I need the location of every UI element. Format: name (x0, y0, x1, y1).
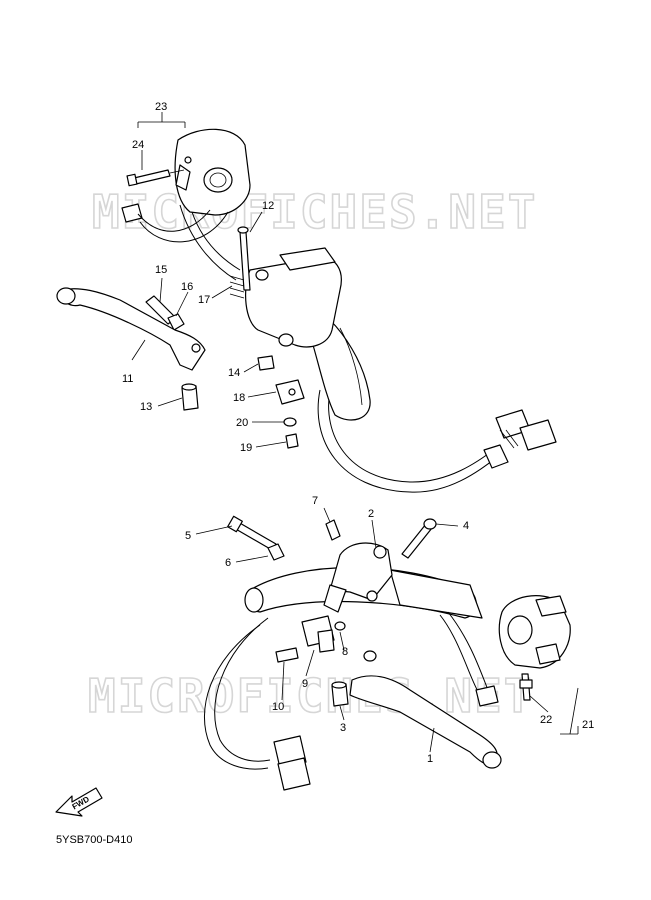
callout-20: 20 (236, 417, 248, 429)
reference-code: 5YSB700-D410 (56, 834, 133, 846)
callout-21: 21 (582, 719, 594, 731)
callout-19: 19 (240, 442, 252, 454)
upper-assembly (56, 112, 557, 493)
callout-17: 17 (198, 294, 210, 306)
callout-23: 23 (155, 101, 167, 113)
callout-6: 6 (225, 557, 231, 569)
callout-11: 11 (122, 373, 133, 385)
callout-16: 16 (181, 281, 193, 293)
callout-10: 10 (272, 701, 284, 713)
callout-4: 4 (463, 520, 469, 532)
callout-9: 9 (302, 678, 308, 690)
callout-5: 5 (185, 530, 191, 542)
callout-14: 14 (228, 367, 240, 379)
callout-7: 7 (312, 495, 318, 507)
callout-3: 3 (340, 722, 346, 734)
callout-15: 15 (155, 264, 167, 276)
callout-22: 22 (540, 714, 552, 726)
callout-8: 8 (342, 646, 348, 658)
callout-13: 13 (140, 401, 152, 413)
callout-24: 24 (132, 139, 144, 151)
callout-12: 12 (262, 200, 274, 212)
callout-1: 1 (427, 753, 433, 765)
lower-assembly (195, 507, 579, 791)
watermark-bottom: MICROFICHES.NET (88, 669, 533, 723)
callout-2: 2 (368, 508, 374, 520)
callout-18: 18 (233, 392, 245, 404)
watermark-top: MICROFICHES.NET (92, 185, 537, 239)
fwd-arrow-icon: FWD (55, 787, 103, 817)
